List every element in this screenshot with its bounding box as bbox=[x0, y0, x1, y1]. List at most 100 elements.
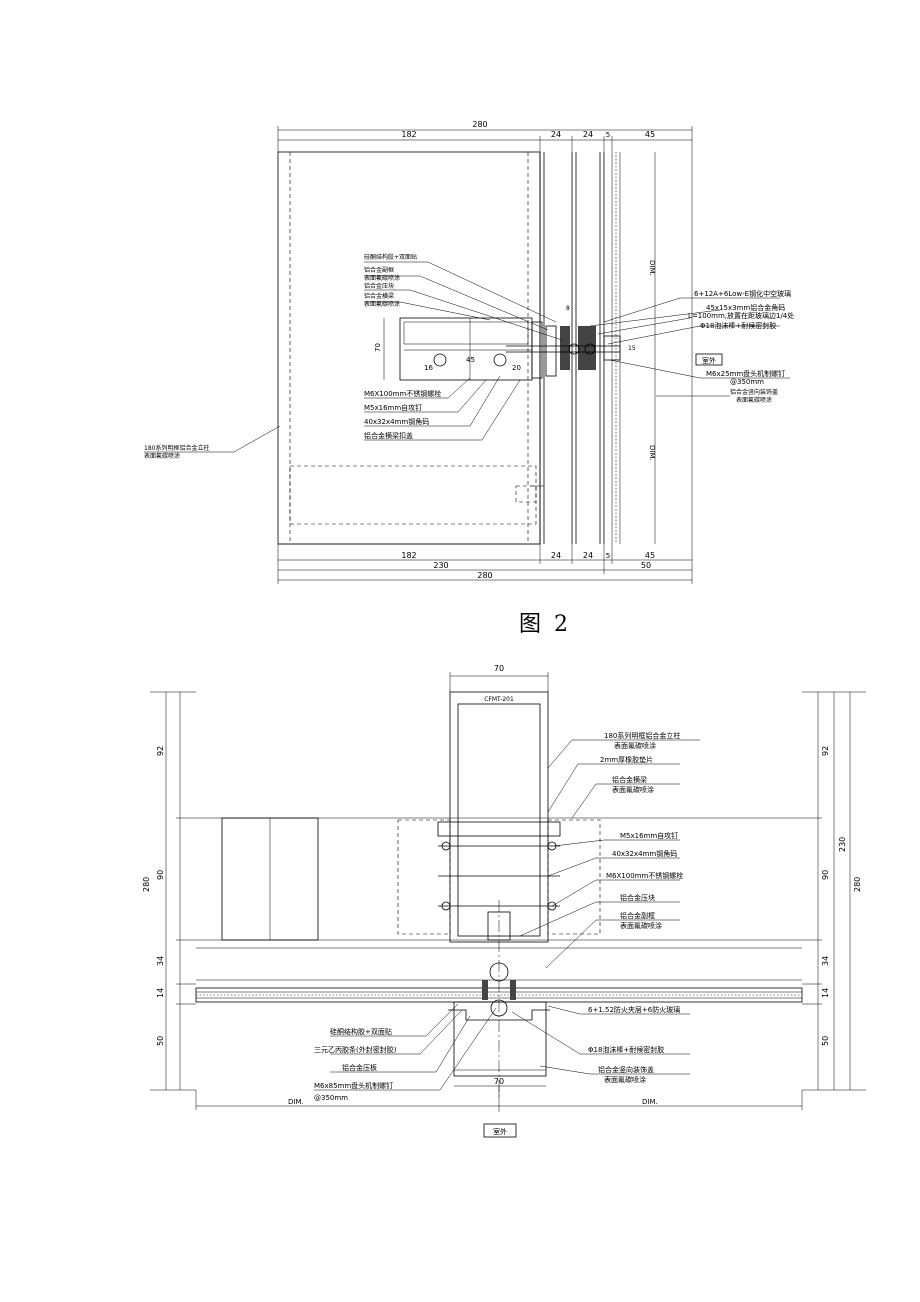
fig2-callout-column: 180系列明框铝合金立柱 bbox=[604, 731, 680, 740]
fig1-callout-angle: 40x32x4mm钢角码 bbox=[364, 417, 429, 426]
fig2-rdim-280: 280 bbox=[853, 877, 862, 892]
fig1-column bbox=[277, 151, 541, 545]
fig2-callout-pressure-plate: 铝合金压板 bbox=[342, 1063, 377, 1072]
fig2-rdim-230: 230 bbox=[838, 837, 847, 852]
fig1-dim-d: 45 bbox=[645, 130, 655, 139]
fig1-callouts-left: 硅酮结构胶+双面贴 铝合金副框 表面氟碳喷涂 铝合金压块 铝合金横梁 表面氟碳喷… bbox=[364, 253, 563, 341]
fig2-ldim-92: 92 bbox=[156, 746, 165, 756]
fig1-bdim-sub2: 50 bbox=[641, 561, 651, 570]
fig1-inner-dim-d: 8 bbox=[566, 305, 570, 312]
fig1-bdim-sub: 230 bbox=[433, 561, 448, 570]
fig2-rdim-50: 50 bbox=[821, 1036, 830, 1046]
fig2-dim-label-left: DIM. bbox=[288, 1098, 304, 1106]
fig1-callout-bolt: M6X100mm不锈钢螺栓 bbox=[364, 389, 441, 398]
fig1-inner-dim-b: 45 bbox=[466, 356, 475, 364]
fig2-callouts-right: 180系列明框铝合金立柱 表面氟碳喷涂 2mm厚橡胶垫片 铝合金横梁 表面氟碳喷… bbox=[511, 731, 700, 1084]
fig2-ldim-34: 34 bbox=[156, 956, 165, 966]
fig1-callout-deco-finish: 表面氟碳喷涂 bbox=[736, 396, 772, 404]
fig2-callout-epdm: 三元乙丙胶条(外封密封胶) bbox=[314, 1045, 397, 1054]
fig2-callout-machine-screw: M6x85mm盘头机制螺钉 bbox=[314, 1081, 393, 1090]
fig2-decorative-cap bbox=[448, 1001, 550, 1077]
fig1-inner-dim-h: 70 bbox=[374, 343, 382, 352]
fig1-callout-backer-rod: Φ18泡沫棒+耐候密封胶 bbox=[700, 321, 776, 330]
fig1-callout-machine-screw: M6x25mm盘头机制螺钉 bbox=[706, 369, 785, 378]
fig1-callout-cap: 铝合金横梁扣盖 bbox=[364, 431, 413, 440]
fig1-dim-a: 24 bbox=[551, 130, 561, 139]
fig2-callout-rubber-pad: 2mm厚橡胶垫片 bbox=[600, 755, 653, 764]
fig2-bottom-dimensions: 70 DIM. DIM. bbox=[195, 1077, 803, 1112]
fig2-rdim-14: 14 bbox=[821, 988, 830, 998]
fig1-inner-dim-c: 20 bbox=[512, 364, 521, 372]
figure-2: 70 CFMT-201 bbox=[142, 664, 866, 1138]
figure-1: 280 182 24 24 5 45 D bbox=[144, 120, 794, 584]
fig2-callout-screw: M5x16mm自攻钉 bbox=[620, 831, 678, 840]
fig1-dim-b: 24 bbox=[583, 130, 593, 139]
fig1-outside-label: 室外 bbox=[702, 356, 716, 365]
fig2-profile-code: CFMT-201 bbox=[484, 696, 514, 703]
fig1-outside-tag: 室外 bbox=[695, 353, 723, 366]
fig2-outside-label: 室外 bbox=[493, 1127, 507, 1136]
fig1-callout-glass: 6+12A+6Low-E钢化中空玻璃 bbox=[694, 289, 791, 298]
fig1-dim-total: 280 bbox=[472, 120, 487, 129]
fig2-left-dimensions: 92 90 34 14 50 280 bbox=[142, 691, 196, 1091]
fig2-callout-transom-finish: 表面氟碳喷涂 bbox=[612, 785, 654, 794]
fig1-callouts-bottom: M6X100mm不锈钢螺栓 M5x16mm自攻钉 40x32x4mm钢角码 铝合… bbox=[364, 375, 521, 441]
fig1-bdim-b: 24 bbox=[583, 551, 593, 560]
fig1-bdim-d: 45 bbox=[645, 551, 655, 560]
fig2-callout-deco-finish: 表面氟碳喷涂 bbox=[604, 1075, 646, 1084]
fig2-callouts-left: 硅酮结构胶+双面贴 三元乙丙胶条(外封密封胶) 铝合金压板 M6x85mm盘头机… bbox=[314, 1003, 497, 1102]
fig1-callout-angle-bracket: 45x15x3mm铝合金角码 bbox=[706, 303, 785, 312]
fig1-column-label: 180系列明框铝合金立柱 bbox=[144, 444, 209, 452]
fig1-dim-left: 182 bbox=[401, 130, 416, 139]
fig2-callout-subframe: 铝合金副框 bbox=[620, 911, 655, 920]
fig1-bottom-dimensions: 182 24 24 5 45 230 50 280 bbox=[277, 544, 693, 584]
fig1-callout-subframe: 铝合金副框 bbox=[364, 266, 394, 274]
fig2-dim-label-right: DIM. bbox=[642, 1098, 658, 1106]
fig1-dim-label-upper: DIM. bbox=[648, 260, 656, 276]
fig2-bolts bbox=[437, 821, 561, 1100]
fig2-dim-bottom: 70 bbox=[494, 1077, 504, 1086]
fig2-right-dimensions: 92 90 34 14 50 230 280 bbox=[802, 691, 866, 1091]
fig1-column-callout: 180系列明框铝合金立柱 表面氟碳喷涂 bbox=[144, 425, 281, 460]
fig1-callout-bracket-position: L=100mm,放置在距玻璃边1/4处 bbox=[688, 311, 794, 320]
fig1-transom: 70 16 45 20 8 15 bbox=[374, 305, 636, 381]
fig1-dim-c: 5 bbox=[606, 131, 610, 139]
fig1-top-dimensions: 280 182 24 24 5 45 bbox=[277, 120, 693, 152]
fig1-inner-dim-a: 16 bbox=[424, 364, 433, 372]
fig1-callout-transom: 铝合金横梁 bbox=[364, 292, 394, 300]
fig2-callout-pressure-block: 铝合金压块 bbox=[620, 893, 655, 902]
fig2-ldim-90: 90 bbox=[156, 870, 165, 880]
fig2-callout-spacing: @350mm bbox=[314, 1094, 348, 1102]
fig2-callout-backer-rod: Φ18泡沫棒+耐候密封胶 bbox=[588, 1045, 664, 1054]
fig1-bdim-a: 24 bbox=[551, 551, 561, 560]
fig2-ldim-14: 14 bbox=[156, 988, 165, 998]
fig2-callout-bolt: M6X100mm不锈钢螺栓 bbox=[606, 871, 683, 880]
fig1-callout-structural-silicone: 硅酮结构胶+双面贴 bbox=[364, 253, 417, 261]
fig2-callout-angle: 40x32x4mm钢角码 bbox=[612, 849, 677, 858]
fig1-dim-label-lower: DIM. bbox=[648, 445, 656, 461]
fig2-top-dimension: 70 bbox=[449, 664, 549, 692]
fig2-ldim-50: 50 bbox=[156, 1036, 165, 1046]
fig2-callout-deco-cap: 铝合金竖向装饰盖 bbox=[598, 1065, 654, 1074]
fig2-callout-column-finish: 表面氟碳喷涂 bbox=[614, 741, 656, 750]
fig1-column-finish: 表面氟碳喷涂 bbox=[144, 452, 180, 460]
fig1-bdim-total: 280 bbox=[477, 571, 492, 580]
fig2-rdim-90: 90 bbox=[821, 870, 830, 880]
fig1-callout-transom-finish: 表面氟碳喷涂 bbox=[364, 300, 400, 308]
fig2-callout-fire-glass: 6+1.52防火夹层+6防火玻璃 bbox=[588, 1005, 680, 1014]
fig2-rdim-34: 34 bbox=[821, 956, 830, 966]
fig2-callout-subframe-finish: 表面氟碳喷涂 bbox=[620, 921, 662, 930]
fig2-callout-transom: 铝合金横梁 bbox=[612, 775, 647, 784]
figure-caption: 图 2 bbox=[519, 612, 571, 637]
fig1-inner-dim-e: 15 bbox=[628, 345, 636, 352]
fig1-bottom-bracket bbox=[515, 485, 544, 503]
fig2-outside-tag: 室外 bbox=[483, 1123, 517, 1138]
fig1-callout-screw: M5x16mm自攻钉 bbox=[364, 403, 422, 412]
fig1-callout-deco-cap: 铝合金竖向装饰盖 bbox=[730, 388, 778, 396]
fig1-glazing-band: DIM. DIM. bbox=[539, 152, 693, 544]
fig2-dim-top: 70 bbox=[494, 664, 504, 673]
fig1-callout-subframe-finish: 表面氟碳喷涂 bbox=[364, 274, 400, 282]
fig1-callout-spacing: @350mm bbox=[730, 378, 764, 386]
fig2-ldim-280: 280 bbox=[142, 877, 151, 892]
